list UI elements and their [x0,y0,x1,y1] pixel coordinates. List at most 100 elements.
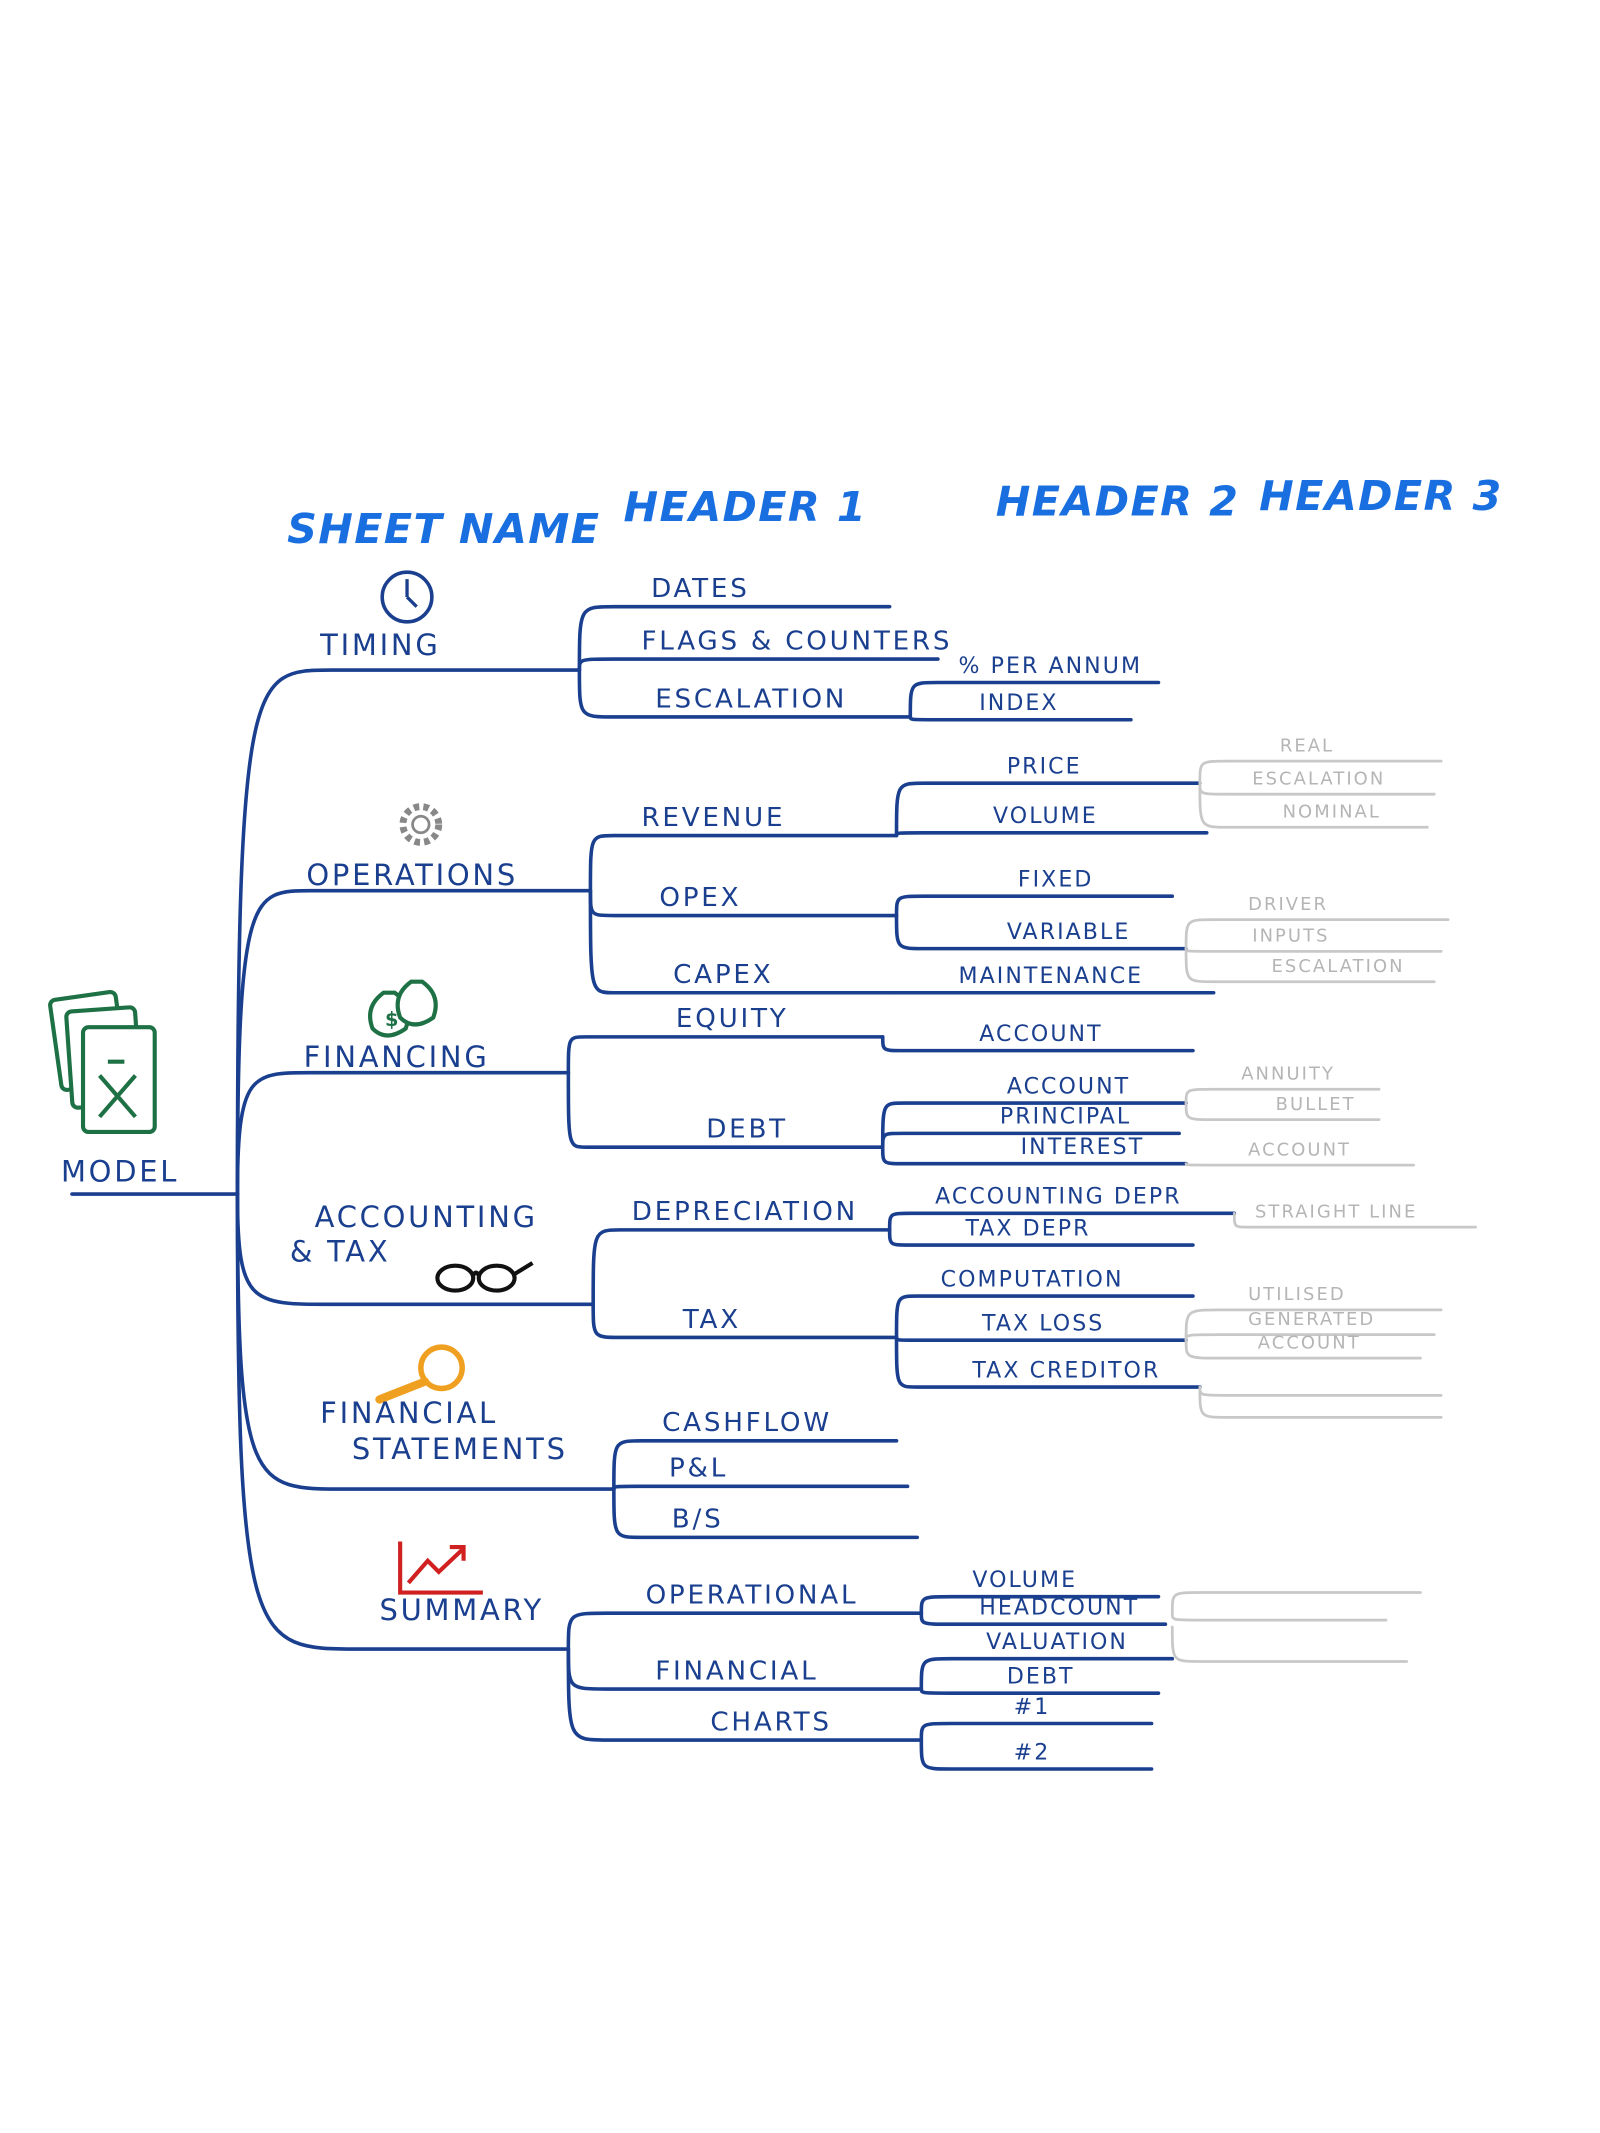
branch-line [894,894,1175,918]
branch-line [880,1101,1188,1149]
header2-label: INDEX [979,691,1058,716]
header2-label: MAINTENANCE [959,964,1144,989]
header1-label: DATES [651,574,750,604]
branch-line [887,1228,1195,1247]
header1-label: CAPEX [673,960,773,990]
branch-line [588,833,899,893]
sheet-name-label: STATEMENTS [352,1432,568,1466]
header1-label: TAX [682,1305,741,1335]
branch-line [1184,1333,1436,1342]
line-chart-icon [398,1541,483,1595]
header3-label: ESCALATION [1252,769,1385,790]
blank-branch-line [1170,1625,1409,1663]
branch-line [591,1302,899,1340]
header2-label: INTEREST [1021,1135,1145,1160]
header2-label: ACCOUNT [979,1022,1102,1047]
branch-line [919,1611,1168,1627]
header3-label: UTILISED [1248,1284,1346,1305]
blank-branch-line [1198,1385,1443,1419]
glasses-icon [435,1261,534,1293]
branch-line [894,1335,1188,1342]
header1-label: FINANCIAL [655,1656,818,1686]
header2-label: TAX LOSS [981,1312,1104,1337]
header2-label: TAX DEPR [964,1216,1090,1241]
branch-line [919,1721,1154,1742]
header2-label: ACCOUNTING DEPR [935,1185,1182,1210]
header2-label: DEBT [1007,1665,1075,1690]
header3-label: GENERATED [1248,1309,1375,1330]
branch-line [887,1211,1237,1232]
column-headers: SHEET NAME HEADER 1 HEADER 2 HEADER 3 [287,472,1501,553]
branch-line [591,1228,892,1307]
branch-line [612,1487,919,1540]
excel-file-icon [48,989,157,1135]
branch-line [894,1335,1202,1389]
header1-label: OPERATIONAL [646,1581,859,1611]
branch-line [1198,781,1429,829]
header3-label: ACCOUNT [1248,1139,1351,1160]
header-sheet-name: SHEET NAME [287,505,600,553]
header3-label: INPUTS [1252,926,1329,947]
magnifier-icon [375,1344,465,1404]
branch-line [588,888,899,995]
branch-line [612,1439,899,1491]
sheet-name-label: FINANCING [304,1040,490,1074]
branch-line [908,715,1133,722]
blank-branch-line [1198,1385,1443,1397]
branch-line [1184,1162,1415,1167]
branch-line [566,1035,885,1075]
sheet-name-label: ACCOUNTING [315,1200,538,1234]
money-bag-icon: $ [368,979,438,1038]
branch-line [880,1145,1188,1166]
svg-text:$: $ [385,1008,398,1031]
header3-label: DRIVER [1248,894,1328,915]
header3-label: NOMINAL [1283,802,1381,823]
sheet-name-label: TIMING [319,628,440,662]
header2-label: VOLUME [972,1568,1077,1593]
sheet-name-label: SUMMARY [379,1593,544,1627]
header2-label: #2 [1014,1740,1051,1765]
branch-line [894,913,1188,951]
header2-label: HEADCOUNT [979,1596,1139,1621]
header2-label: PRINCIPAL [1000,1105,1131,1130]
branch-line [566,1647,924,1742]
header1-label: P&L [669,1454,728,1484]
branch-line [919,1687,1161,1695]
header1-label: ESCALATION [655,684,847,714]
header3-label: ANNUITY [1241,1064,1335,1085]
sheet-name-label: & TAX [290,1235,391,1269]
branch-line [577,604,892,672]
clock-icon [380,570,434,624]
branch-line [919,1656,1175,1691]
branch-line [1184,918,1450,950]
branch-line [612,1484,910,1491]
branch-line [1184,1338,1422,1360]
gear-icon [399,803,443,846]
header1-label: CASHFLOW [662,1408,832,1438]
sheet-branch-line [235,1192,571,1651]
header1-label: FLAGS & COUNTERS [641,626,952,656]
header-1: HEADER 1 [624,483,868,531]
header2-label: VOLUME [993,804,1098,829]
branch-line [1184,1087,1381,1105]
blank-branch-line [1170,1591,1422,1615]
sheet-name-label: OPERATIONS [306,858,518,892]
header2-label: FIXED [1018,868,1094,893]
branch-line [880,1035,1195,1053]
branch-line [1232,1211,1477,1229]
header2-label: ACCOUNT [1007,1074,1130,1099]
sheet-branch-line [235,668,582,1196]
header1-label: B/S [672,1505,724,1535]
header1-label: EQUITY [676,1004,789,1034]
header3-label: STRAIGHT LINE [1255,1201,1417,1222]
branch-line [919,1594,1161,1615]
header2-label: VALUATION [986,1630,1128,1655]
branch-line [588,888,899,918]
branch-line [1198,759,1443,785]
branch-line [566,1070,885,1149]
header2-label: % PER ANNUM [959,654,1142,679]
branch-line [894,1294,1195,1340]
branch-line [577,668,913,719]
branch-line [919,1738,1154,1771]
